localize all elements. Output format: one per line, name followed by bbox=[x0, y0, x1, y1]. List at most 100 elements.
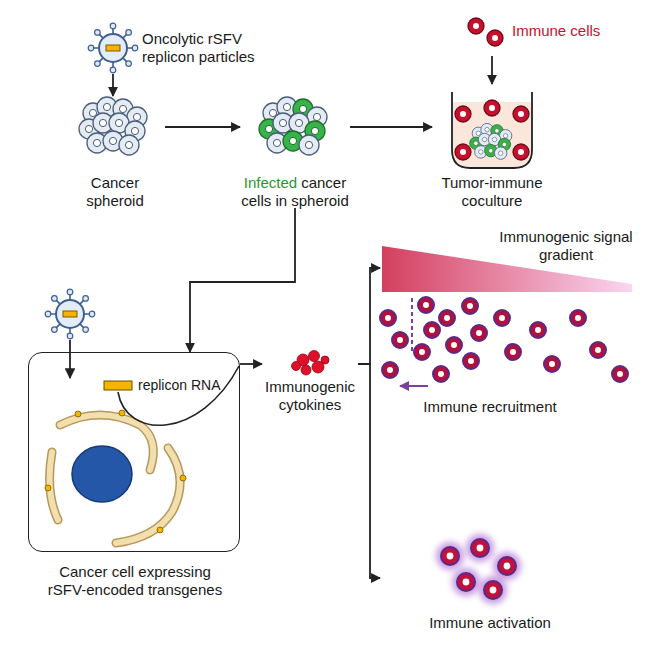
entry-arrow bbox=[69, 340, 71, 378]
cytokine-blob bbox=[292, 351, 330, 376]
node-label: Immune activation bbox=[429, 614, 551, 631]
recruited-immune-cells bbox=[439, 310, 455, 326]
cancer-spheroid: Cancer spheroid bbox=[65, 96, 165, 206]
text-group: Immunogenic signal gradient bbox=[496, 228, 636, 264]
arrow-connector bbox=[240, 363, 262, 365]
recruited-immune-cells bbox=[530, 322, 546, 338]
recruitment-panel: Immunogenic signal gradientImmune recrui… bbox=[380, 226, 638, 426]
migration-arrow bbox=[400, 385, 428, 387]
recruitment-front bbox=[411, 298, 413, 354]
ribosome-dots bbox=[75, 411, 81, 417]
arrow-connector bbox=[190, 208, 295, 352]
recruited-immune-cells bbox=[380, 310, 396, 326]
coculture-well-icon bbox=[494, 147, 506, 159]
cytokine-blob bbox=[321, 356, 329, 364]
arrow-connector bbox=[165, 126, 240, 128]
activated-immune-cells bbox=[452, 568, 480, 596]
node-label: Cancer spheroid bbox=[86, 174, 144, 209]
recruited-immune-cells bbox=[494, 310, 510, 326]
node-label: Tumor-immune coculture bbox=[441, 174, 542, 209]
node-label: Immune recruitment bbox=[423, 398, 556, 415]
coculture-well-icon bbox=[452, 92, 532, 168]
falling-immune-cells bbox=[487, 30, 503, 46]
cancer-spheroid-icon bbox=[119, 135, 139, 155]
text-group: Immunogenic cytokines bbox=[258, 378, 362, 414]
recruited-immune-cells bbox=[433, 366, 449, 382]
annotation-label: replicon RNA bbox=[138, 377, 220, 394]
activated-immune-cells bbox=[436, 542, 464, 570]
activated-immune-cells bbox=[436, 534, 521, 604]
recruited-immune-cells bbox=[505, 344, 521, 360]
arrow-connector bbox=[350, 126, 432, 128]
ribosome-dots bbox=[45, 485, 51, 491]
falling-immune-cells bbox=[468, 18, 503, 46]
node-label: Immunogenic signal gradient bbox=[499, 228, 632, 263]
virus-particle-icon bbox=[88, 23, 138, 73]
node-label: Immunogenic cytokines bbox=[265, 378, 355, 413]
nucleus bbox=[72, 446, 132, 502]
text-group: Tumor-immune coculture bbox=[432, 174, 552, 210]
coculture-well-icon bbox=[484, 100, 500, 116]
arrow-connector bbox=[358, 364, 380, 578]
endoplasmic-reticulum bbox=[50, 452, 58, 520]
ribosome-dots bbox=[180, 475, 186, 481]
recruited-immune-cells bbox=[544, 356, 560, 372]
recruited-immune-cells bbox=[462, 298, 478, 314]
text-group: Immune cells bbox=[512, 22, 622, 40]
coculture-well-icon bbox=[513, 144, 529, 160]
entry-virus-icon bbox=[45, 289, 95, 339]
endoplasmic-reticulum bbox=[50, 452, 58, 520]
virus-particle: Oncolytic rSFV replicon particles bbox=[84, 22, 274, 74]
recruited-immune-cells bbox=[612, 366, 628, 382]
recruited-immune-cells bbox=[446, 337, 462, 353]
ribosome-dots bbox=[119, 410, 125, 416]
signal-gradient-wedge bbox=[382, 246, 632, 292]
node-label: Infected bbox=[244, 174, 297, 191]
text-group: Oncolytic rSFV replicon particles bbox=[142, 30, 272, 66]
recruited-immune-cells bbox=[418, 297, 434, 313]
text-group: Immune recruitment bbox=[380, 398, 600, 416]
coculture-well-icon bbox=[455, 144, 471, 160]
endoplasmic-reticulum bbox=[50, 415, 181, 543]
arrow-connector bbox=[491, 56, 493, 84]
text-group: Immune activation bbox=[380, 614, 600, 632]
node-label: Oncolytic rSFV replicon particles bbox=[142, 30, 255, 65]
ribosome-dots bbox=[157, 527, 163, 533]
recruited-immune-cells bbox=[570, 310, 586, 326]
activated-immune-cells bbox=[493, 552, 521, 580]
recruited-immune-cells bbox=[590, 342, 606, 358]
cytokine-cluster: Immunogenic cytokines bbox=[262, 350, 358, 416]
immune-cells: Immune cells bbox=[462, 12, 622, 56]
text-group: Cancer spheroid bbox=[75, 174, 155, 210]
arrow-connector bbox=[112, 74, 114, 96]
translation-curve bbox=[118, 366, 239, 425]
text-group: Infectedcancer cells in spheroid bbox=[234, 174, 356, 210]
cytokine-blob bbox=[292, 362, 301, 371]
coculture-well-icon bbox=[452, 92, 532, 168]
node-label: Immune cells bbox=[512, 22, 600, 39]
cytokine-blob bbox=[301, 365, 311, 375]
infected-spheroid-icon bbox=[259, 97, 327, 155]
recruited-immune-cells bbox=[380, 297, 628, 386]
activated-immune-cells bbox=[466, 534, 494, 562]
recruited-immune-cells bbox=[414, 344, 430, 360]
infected-spheroid: Infectedcancer cells in spheroid bbox=[240, 96, 350, 208]
cell-interior bbox=[45, 366, 239, 543]
node-label: Cancer cell expressing rSFV-encoded tran… bbox=[48, 563, 222, 598]
coculture-well-icon bbox=[470, 123, 512, 159]
recruited-immune-cells bbox=[463, 353, 479, 369]
entry-virus-icon bbox=[45, 289, 95, 378]
coculture-well-icon bbox=[513, 106, 529, 122]
falling-immune-cells bbox=[468, 18, 484, 34]
replicon-rna-bar bbox=[104, 381, 132, 390]
cytokine-blob bbox=[309, 351, 320, 362]
recruited-immune-cells bbox=[424, 322, 440, 338]
recruited-immune-cells bbox=[392, 332, 408, 348]
recruited-immune-cells bbox=[382, 362, 398, 378]
coculture-well: Tumor-immune coculture bbox=[432, 84, 552, 202]
virus-particle-icon bbox=[88, 23, 138, 73]
text-group: Cancer cell expressing rSFV-encoded tran… bbox=[40, 563, 230, 599]
activated-immune-cells bbox=[479, 576, 507, 604]
activation-panel: Immune activation bbox=[380, 530, 600, 634]
ribosome-dots bbox=[45, 410, 186, 533]
